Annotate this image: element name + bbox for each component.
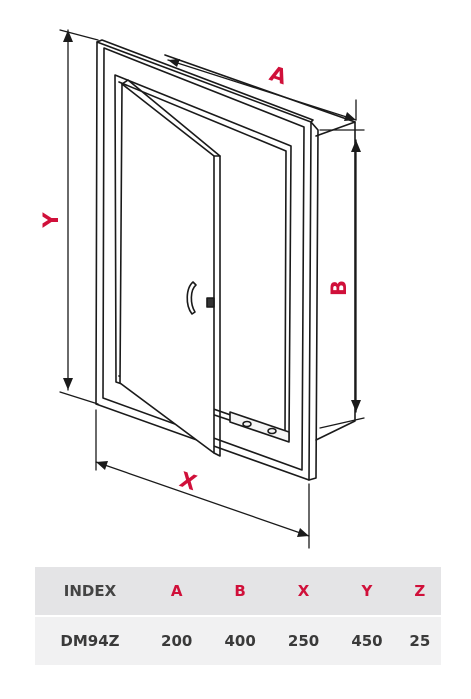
spec-header-row: INDEX A B X Y Z — [35, 567, 441, 617]
header-z: Z — [398, 567, 441, 617]
access-door-diagram: Y A B X — [39, 29, 365, 549]
header-b: B — [208, 567, 272, 617]
hole — [242, 420, 252, 428]
dim-line-a — [167, 59, 357, 121]
sill — [229, 411, 290, 443]
door-edge — [213, 155, 221, 457]
spec-value-row: DM94Z 200 400 250 450 25 — [35, 616, 441, 665]
cell-x: 250 — [287, 632, 320, 650]
frame-side — [96, 39, 314, 123]
cell-a: 200 — [161, 632, 193, 650]
door-latch — [206, 297, 215, 308]
box-side — [315, 121, 356, 441]
dim-label-b: B — [327, 280, 351, 296]
dim-label-x: X — [177, 467, 200, 495]
cell-index: DM94Z — [60, 632, 120, 650]
cell-z: 25 — [409, 632, 431, 650]
header-index: INDEX — [35, 567, 145, 617]
door-handle — [186, 281, 197, 315]
spec-table: INDEX A B X Y Z DM94Z 200 400 250 450 25 — [35, 567, 441, 665]
dim-label-a: A — [267, 61, 291, 89]
header-a: A — [145, 567, 209, 617]
frame-right-edge — [308, 121, 319, 481]
hole — [267, 427, 277, 435]
frame-inner-line — [102, 47, 305, 471]
header-y: Y — [335, 567, 399, 617]
cell-b: 400 — [224, 632, 256, 650]
cell-y: 450 — [351, 632, 383, 650]
header-x: X — [271, 567, 336, 617]
dim-line-x — [95, 461, 310, 537]
dim-label-y: Y — [39, 212, 63, 229]
